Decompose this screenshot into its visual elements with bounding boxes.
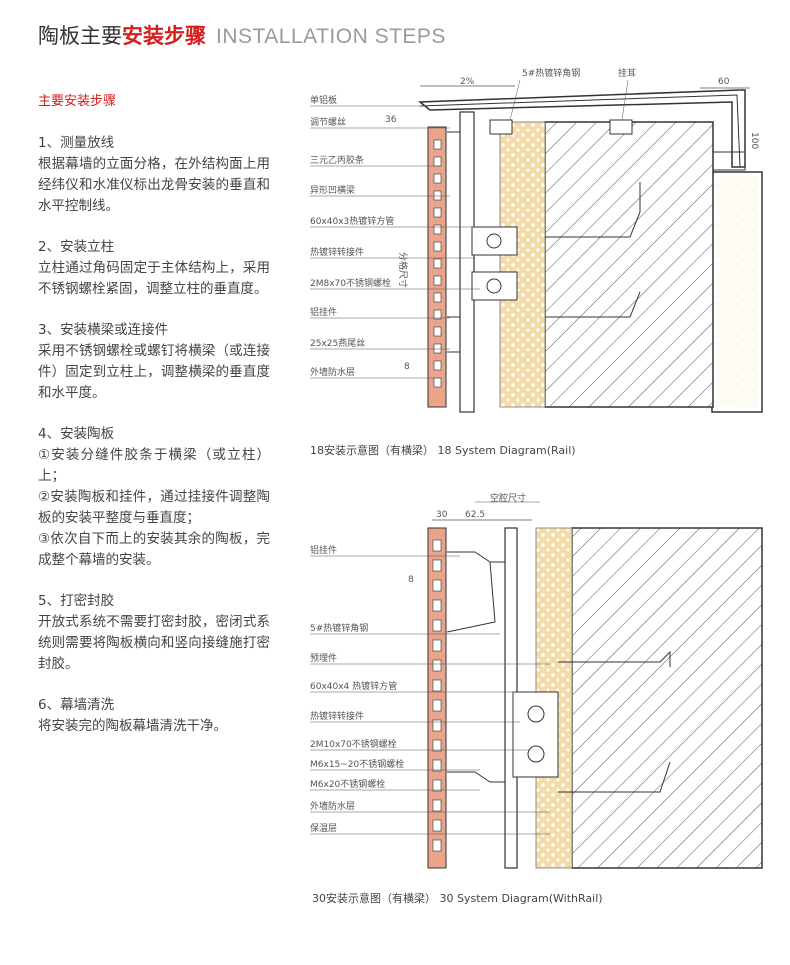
title-cn-plain: 陶板主要 xyxy=(38,24,122,48)
concrete-wall xyxy=(571,527,763,869)
diagram-30-system: 30 62.5 空腔尺寸 8 xyxy=(310,492,763,869)
label-dovetail: 25x25燕尾丝 xyxy=(310,337,365,349)
step-heading: 1、测量放线 xyxy=(38,135,115,151)
step-text: 根据幕墙的立面分格，在外结构面上用经纬仪和水准仪标出龙骨安装的垂直和水平控制线。 xyxy=(38,156,270,214)
label-connector: 热镀锌转接件 xyxy=(310,246,364,258)
page-title: 陶板主要 安装步骤 INSTALLATION STEPS xyxy=(38,20,446,54)
step-heading: 5、打密封胶 xyxy=(38,593,115,609)
terracotta-panel xyxy=(427,527,447,869)
top-dimensions: 30 62.5 空腔尺寸 8 xyxy=(408,492,540,585)
label-angle-steel: 5#热镀锌角钢 xyxy=(310,622,368,634)
label-bolt-m6-15: M6x15~20不锈钢螺栓 xyxy=(310,758,404,770)
slope-label: 2% xyxy=(460,77,475,87)
concrete-wall xyxy=(544,121,714,408)
label-angle-steel: 5#热镀锌角钢 xyxy=(522,67,580,79)
connector-brackets xyxy=(447,119,641,362)
connector-brackets xyxy=(446,551,671,793)
step-text: 采用不锈钢螺栓或螺钉将横梁（或连接件）固定到立柱上，调整横梁的垂直度和水平度。 xyxy=(38,343,270,401)
step-text: ③依次自下而上的安装其余的陶板，完成整个幕墙的安装。 xyxy=(38,531,270,568)
panel-holes xyxy=(433,139,442,388)
step-text: 将安装完的陶板幕墙清洗干净。 xyxy=(38,718,227,734)
step-3: 3、安装横梁或连接件 采用不锈钢螺栓或螺钉将横梁（或连接件）固定到立柱上，调整横… xyxy=(38,320,270,404)
label-epdm-strip: 三元乙丙胶条 xyxy=(310,154,364,166)
top-cap-flashing xyxy=(417,89,746,171)
label-square-tube: 60x40x4 热镀锌方管 xyxy=(310,680,397,692)
label-bolt-m10: 2M10x70不锈钢螺栓 xyxy=(310,738,397,750)
step-heading: 4、安装陶板 xyxy=(38,426,115,442)
dim-62-5: 62.5 xyxy=(465,510,485,520)
dim-60: 60 xyxy=(718,77,730,87)
label-hanging-ear: 挂耳 xyxy=(618,67,636,79)
step-heading: 6、幕墙清洗 xyxy=(38,697,115,713)
label-rail: 异形凹横梁 xyxy=(310,184,355,196)
step-6: 6、幕墙清洗 将安装完的陶板幕墙清洗干净。 xyxy=(38,695,270,737)
step-heading: 3、安装横梁或连接件 xyxy=(38,322,169,338)
window-glass xyxy=(716,177,758,407)
title-cn-red: 安装步骤 xyxy=(122,24,206,48)
step-text: ②安装陶板和挂件，通过挂接件调整陶板的安装平整度与垂直度； xyxy=(38,489,270,526)
steps-column: 主要安装步骤 1、测量放线 根据幕墙的立面分格，在外结构面上用经纬仪和水准仪标出… xyxy=(38,90,270,757)
label-adjust-screw: 调节螺丝 xyxy=(310,116,346,128)
step-5: 5、打密封胶 开放式系统不需要打密封胶，密闭式系统则需要将陶板横向和竖向接缝施打… xyxy=(38,591,270,675)
dim-8: 8 xyxy=(408,575,414,585)
diagram2-caption: 30安装示意图（有横梁） 30 System Diagram(WithRail) xyxy=(312,892,603,905)
label-aluminum-sheet: 单铝板 xyxy=(310,94,337,106)
title-en: INSTALLATION STEPS xyxy=(216,25,446,48)
dim-36: 36 xyxy=(385,115,397,125)
step-heading: 2、安装立柱 xyxy=(38,239,115,255)
diagram2-labels xyxy=(310,555,550,835)
step-4: 4、安装陶板 ①安装分缝件胶条于横梁（或立柱）上； ②安装陶板和挂件，通过挂接件… xyxy=(38,424,270,571)
label-connector: 热镀锌转接件 xyxy=(310,710,364,722)
label-square-tube: 60x40x3热镀锌方管 xyxy=(310,215,394,227)
diagram-18-system: 2% 60 36 100 8 分格尺寸 xyxy=(310,67,763,413)
steel-tube xyxy=(459,111,475,413)
label-embedded-part: 预埋件 xyxy=(310,652,337,664)
dim-8: 8 xyxy=(404,362,410,372)
step-text: 开放式系统不需要打密封胶，密闭式系统则需要将陶板横向和竖向接缝施打密封胶。 xyxy=(38,614,270,672)
step-text: ①安装分缝件胶条于横梁（或立柱）上； xyxy=(38,447,270,484)
insulation-layer xyxy=(499,121,546,408)
diagram1-caption: 18安装示意图（有横梁） 18 System Diagram(Rail) xyxy=(310,444,576,457)
diagram1-labels xyxy=(310,79,629,379)
top-dimensions: 2% 60 36 100 8 分格尺寸 xyxy=(385,77,759,372)
step-2: 2、安装立柱 立柱通过角码固定于主体结构上，采用不锈钢螺栓紧固，调整立柱的垂直度… xyxy=(38,237,270,300)
label-waterproof: 外墙防水层 xyxy=(310,800,355,812)
step-1: 1、测量放线 根据幕墙的立面分格，在外结构面上用经纬仪和水准仪标出龙骨安装的垂直… xyxy=(38,133,270,217)
dim-cavity: 空腔尺寸 xyxy=(490,492,526,504)
step-text: 立柱通过角码固定于主体结构上，采用不锈钢螺栓紧固，调整立柱的垂直度。 xyxy=(38,260,270,297)
label-bolt-m6-20: M6x20不锈钢螺栓 xyxy=(310,778,385,790)
dim-100: 100 xyxy=(749,132,759,149)
label-waterproof: 外墙防水层 xyxy=(310,366,355,378)
label-hanger: 铝挂件 xyxy=(310,306,337,318)
steps-heading: 主要安装步骤 xyxy=(38,94,117,109)
label-insulation: 保温层 xyxy=(310,822,337,834)
vertical-note: 分格尺寸 xyxy=(397,252,409,288)
panel-holes xyxy=(432,539,442,852)
label-bolt: 2M8x70不锈钢螺栓 xyxy=(310,277,391,289)
label-hanger: 铝挂件 xyxy=(310,544,337,556)
dim-30: 30 xyxy=(436,510,448,520)
